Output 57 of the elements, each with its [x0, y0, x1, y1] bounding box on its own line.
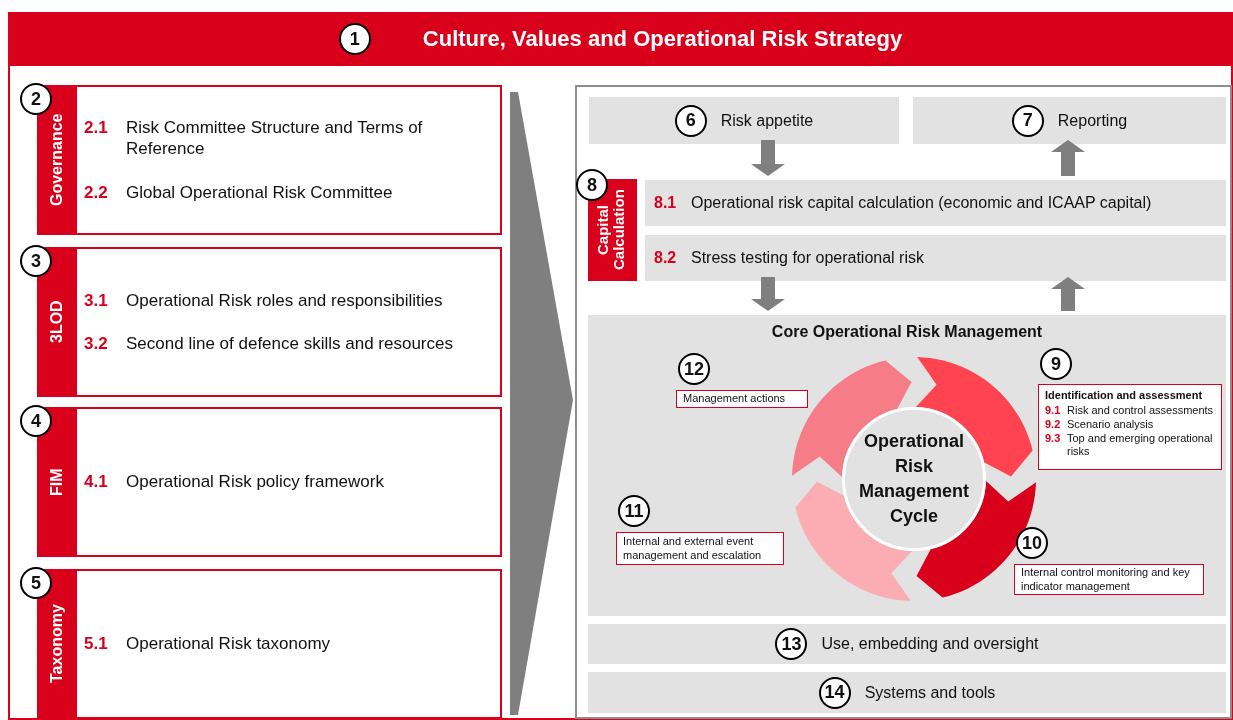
- process-box: [588, 672, 1226, 713]
- clause-number: 3.2: [84, 333, 109, 355]
- item-text: Operational Risk taxonomy: [126, 633, 331, 655]
- item-text: Risk and control assessments: [1067, 404, 1214, 418]
- callout-heading: Identification and assessment: [1045, 389, 1204, 401]
- number-badge: 11: [618, 495, 650, 527]
- clause-number: 3.1: [84, 289, 109, 311]
- clause-number: 5.1: [84, 633, 109, 655]
- item-text: Scenario analysis: [1067, 417, 1154, 432]
- panel-heading: Core Operational Risk Management: [770, 323, 1044, 341]
- process-box: [645, 180, 1226, 226]
- process-box: [913, 97, 1226, 144]
- item-text: Global Operational Risk Committee: [126, 181, 393, 203]
- clause-number: 8.2: [654, 248, 678, 268]
- block-arrow: [1051, 140, 1085, 176]
- chevron-arrow: [510, 92, 573, 715]
- title: Culture, Values and Operational Risk Strategy: [422, 26, 903, 52]
- process-box: [645, 235, 1226, 281]
- framework-frame: [8, 12, 1233, 720]
- clause-number: 9.1: [1045, 404, 1062, 418]
- number-badge: 8: [576, 169, 608, 201]
- clause-number: 8.1: [654, 193, 678, 213]
- number-badge: 10: [1016, 527, 1048, 559]
- number-badge: 13: [775, 628, 808, 660]
- block-arrow: [1051, 277, 1085, 311]
- process-panel: [575, 85, 1232, 719]
- clause-number: 2.1: [84, 117, 109, 139]
- callout-text: Management actions: [683, 392, 786, 406]
- process-box: [588, 624, 1226, 664]
- number-badge: 9: [1040, 348, 1072, 380]
- clause-number: 2.2: [84, 181, 109, 203]
- clause-number: 9.3: [1045, 431, 1062, 446]
- callout-text: Internal control monitoring and key indicator management: [1021, 565, 1191, 594]
- box-label: Systems and tools: [864, 683, 996, 702]
- item-text: Operational Risk roles and responsibilities: [126, 289, 443, 311]
- item-text: Operational risk capital calculation (economic and ICAAP capital): [691, 193, 1152, 213]
- item-text: Stress testing for operational risk: [691, 248, 924, 268]
- cycle-title: Operational Risk Management Cycle: [858, 429, 970, 529]
- box-label: Risk appetite: [720, 111, 814, 130]
- item-text: Operational Risk policy framework: [126, 471, 384, 493]
- box-label: Use, embedding and oversight: [821, 635, 1039, 653]
- process-box: [589, 97, 899, 144]
- core-panel: [588, 315, 1226, 616]
- item-text: Second line of defence skills and resources: [126, 333, 453, 355]
- block-arrow: [751, 277, 785, 311]
- number-badge: 14: [818, 676, 851, 709]
- item-text: Risk Committee Structure and Terms of Reference: [126, 117, 424, 160]
- number-badge: 1: [338, 23, 371, 55]
- box-label: Reporting: [1057, 111, 1128, 130]
- clause-number: 4.1: [84, 471, 109, 493]
- clause-number: 9.2: [1045, 417, 1062, 432]
- callout-text: Internal and external event management and escalation: [623, 534, 763, 563]
- block-arrow: [751, 140, 785, 176]
- number-badge: 6: [674, 104, 707, 137]
- number-badge: 7: [1011, 104, 1044, 137]
- item-text: Top and emerging operational risks: [1067, 431, 1214, 459]
- number-badge: 12: [678, 353, 710, 385]
